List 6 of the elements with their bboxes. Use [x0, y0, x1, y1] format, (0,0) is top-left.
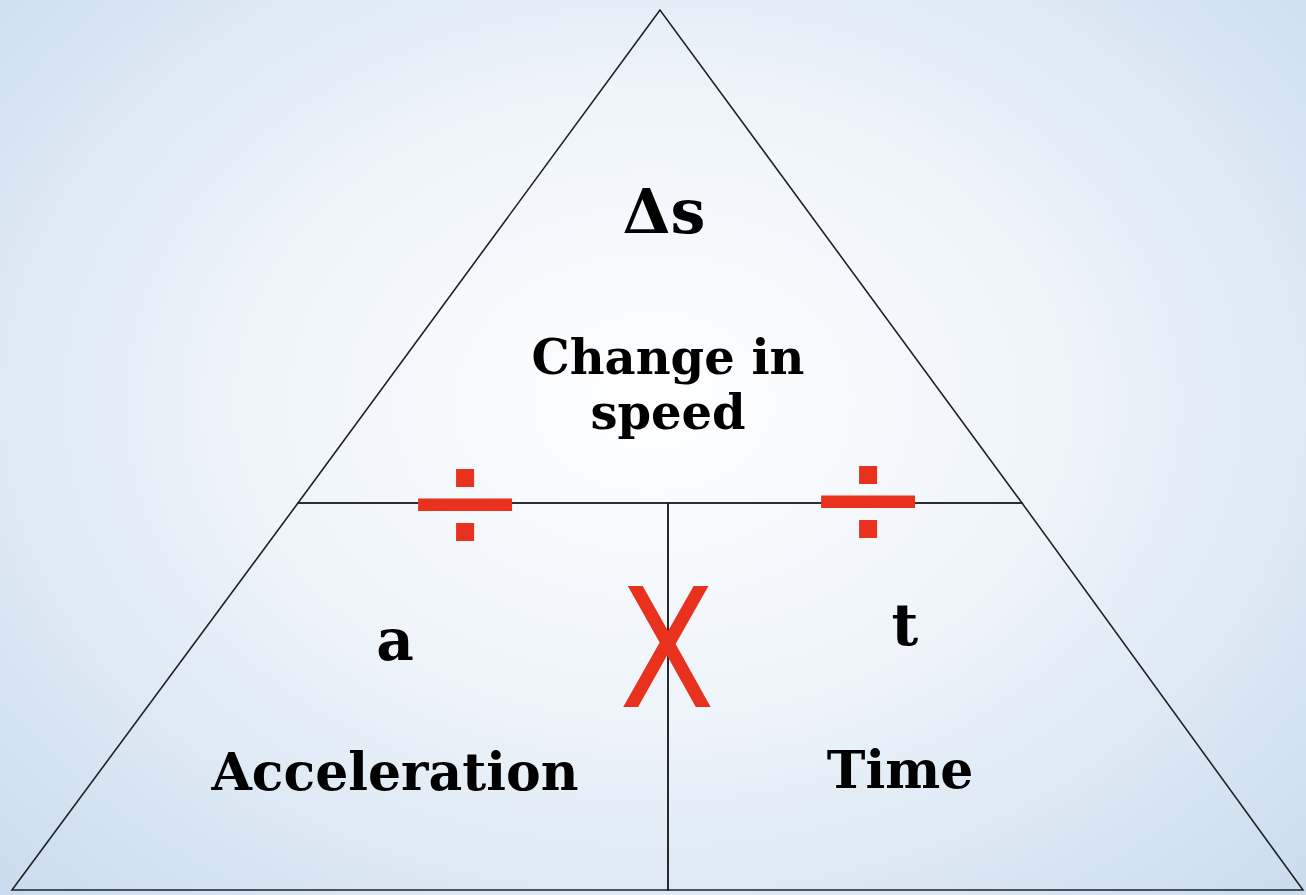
- region-label: Change in speed: [530, 329, 806, 441]
- region-label: Time: [825, 740, 975, 800]
- symbol: t: [891, 591, 919, 659]
- region-label: Acceleration: [210, 742, 580, 802]
- symbol: Δs: [622, 176, 706, 248]
- symbol: a: [376, 606, 414, 674]
